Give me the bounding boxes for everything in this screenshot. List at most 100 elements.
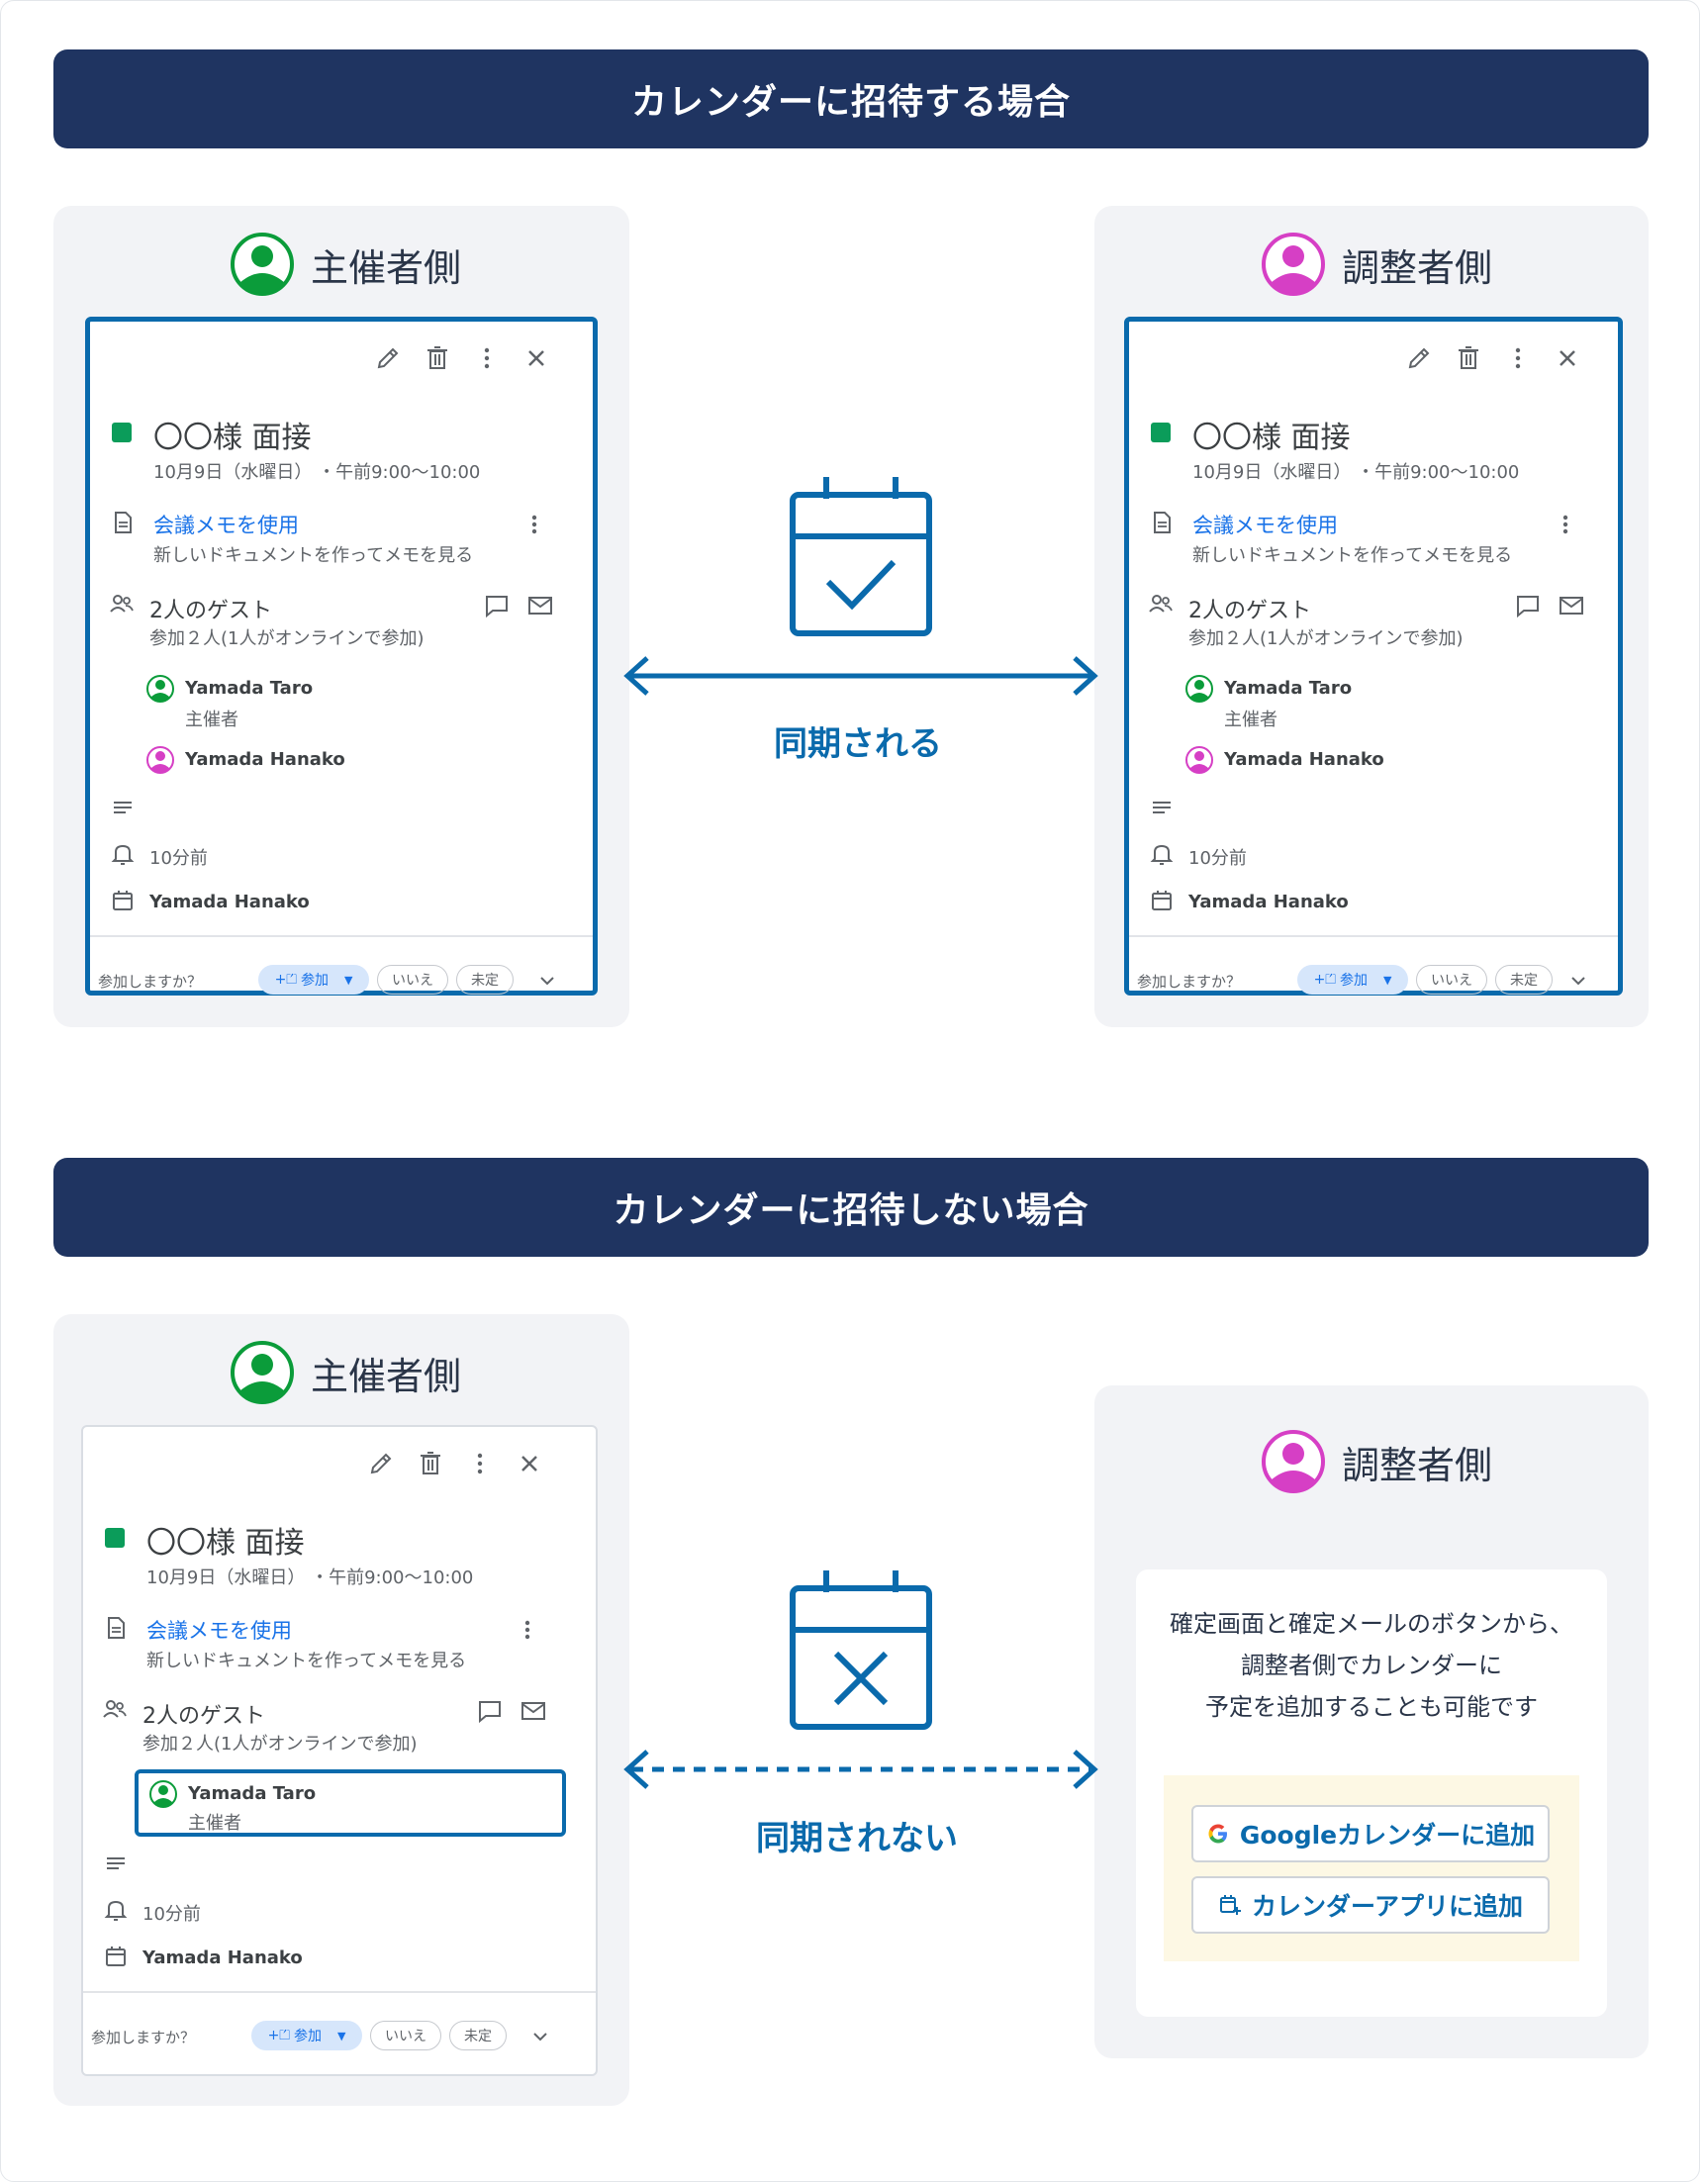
event-title: 〇〇様 面接 [146,1526,305,1561]
meeting-notes-link[interactable]: 会議メモを使用 [146,1619,292,1643]
calendar-owner: Yamada Hanako [142,1947,303,1968]
delete-icon[interactable] [421,341,454,375]
event-title: 〇〇様 面接 [153,421,312,455]
expand-chevron-icon[interactable] [528,2025,552,2048]
rsvp-yes-button[interactable]: +⏍参加▼ [251,2021,362,2050]
sync-arrow [623,656,1098,696]
rsvp-join-icon: +⏍ [274,972,297,988]
edit-icon[interactable] [364,1447,398,1480]
guest-organizer: Yamada Taro 主催者 [134,674,539,743]
mail-icon[interactable] [519,1696,548,1726]
calendar-owner: Yamada Hanako [149,892,310,912]
rsvp-dropdown-icon[interactable]: ▼ [343,973,353,987]
event-title: 〇〇様 面接 [1192,421,1351,455]
coordinator-user-icon [1262,233,1325,296]
notes-more-icon[interactable] [513,1615,542,1645]
delete-icon[interactable] [414,1447,447,1480]
mail-icon[interactable] [1557,591,1586,620]
organizer-role-label: 主催者側 [311,245,462,290]
close-icon[interactable] [513,1447,546,1480]
more-vert-icon[interactable] [1501,341,1535,375]
rsvp-prompt: 参加しますか？ [98,973,203,991]
event-card-organizer-2[interactable]: 〇〇様 面接 10月9日（水曜日） ・午前9:00〜10:00 会議メモを使用 … [81,1425,598,2076]
guest-organizer: Yamada Taro 主催者 [1173,674,1578,743]
delete-icon[interactable] [1452,341,1485,375]
coordinator-panel-1: 調整者側 〇〇様 面接 10月9日（水曜日） ・午前9:00〜10:00 会議メ… [1094,206,1649,1027]
google-calendar-add-button[interactable]: Googleカレンダーに追加 [1191,1805,1550,1862]
rsvp-yes-label: 参加 [1339,973,1368,989]
document-icon [115,512,132,533]
chat-icon[interactable] [1513,591,1543,620]
google-btn-label: Googleカレンダーに追加 [1239,1821,1536,1850]
guest-green-avatar-icon [146,675,174,703]
description-icon [114,802,132,813]
guest-pink-avatar-icon [1185,746,1213,774]
organizer-role-1: 主催者側 [230,232,461,297]
event-card-organizer-1[interactable]: 〇〇様 面接 10月9日（水曜日） ・午前9:00〜10:00 会議メモを使用 … [85,317,598,996]
notes-more-icon[interactable] [1551,510,1580,539]
expand-chevron-icon[interactable] [1566,969,1590,993]
section2-banner: カレンダーに招待しない場合 [53,1158,1649,1257]
reminder-text: 10分前 [1188,848,1247,869]
coordinator-role-2: 調整者側 [1261,1429,1492,1494]
guests-count: 2人のゲスト [142,1704,265,1729]
rsvp-maybe-button[interactable]: 未定 [1495,965,1553,995]
chat-icon[interactable] [482,591,512,620]
section1-banner: カレンダーに招待する場合 [53,49,1649,148]
rsvp-dropdown-icon[interactable]: ▼ [336,2029,346,2042]
rsvp-maybe-label: 未定 [1510,973,1538,989]
edit-icon[interactable] [371,341,405,375]
rsvp-maybe-button[interactable]: 未定 [449,2021,507,2050]
rsvp-dropdown-icon[interactable]: ▼ [1382,973,1392,987]
chat-icon[interactable] [475,1696,505,1726]
rsvp-no-button[interactable]: いいえ [1416,965,1487,995]
guest2-name: Yamada Hanako [1224,749,1384,770]
guest-pink-avatar-icon [146,746,174,774]
section2-title: カレンダーに招待しない場合 [613,1190,1089,1231]
meeting-notes-link[interactable]: 会議メモを使用 [153,514,299,537]
no-sync-arrow [623,1750,1098,1789]
add-calendar-note: 確定画面と確定メールのボタンから、 調整者側でカレンダーに 予定を追加することも… [1136,1569,1607,2017]
guest1-role: 主催者 [188,1813,241,1834]
guest1-name: Yamada Taro [1224,678,1353,699]
notes-more-icon[interactable] [520,510,549,539]
rsvp-yes-button[interactable]: +⏍参加▼ [1297,965,1408,995]
rsvp-join-icon: +⏍ [267,2028,290,2043]
close-icon[interactable] [1551,341,1584,375]
event-card-coordinator-1[interactable]: 〇〇様 面接 10月9日（水曜日） ・午前9:00〜10:00 会議メモを使用 … [1124,317,1623,996]
more-vert-icon[interactable] [470,341,504,375]
description-icon [1153,802,1171,813]
guest-green-avatar-icon [1185,675,1213,703]
mail-icon[interactable] [525,591,555,620]
close-icon[interactable] [520,341,553,375]
expand-chevron-icon[interactable] [535,969,559,993]
document-icon [108,1617,125,1639]
guest1-name: Yamada Taro [185,678,314,699]
more-vert-icon[interactable] [463,1447,497,1480]
reminder-text: 10分前 [142,1904,201,1925]
event-datetime: 10月9日（水曜日） ・午前9:00〜10:00 [153,462,481,483]
rsvp-no-button[interactable]: いいえ [377,965,448,995]
calendar-small-icon [1152,891,1172,910]
coordinator-role-1: 調整者側 [1261,232,1492,297]
people-icon [110,595,134,613]
guest-green-avatar-icon [149,1780,177,1808]
calendar-owner: Yamada Hanako [1188,892,1349,912]
reminder-text: 10分前 [149,848,208,869]
meeting-notes-sub: 新しいドキュメントを作ってメモを見る [153,545,474,566]
rsvp-maybe-button[interactable]: 未定 [456,965,514,995]
note-line-1: 確定画面と確定メールのボタンから、 [1170,1610,1573,1638]
rsvp-yes-button[interactable]: +⏍参加▼ [258,965,369,995]
event-color-square [105,1528,125,1548]
rsvp-maybe-label: 未定 [464,2029,492,2044]
meeting-notes-link[interactable]: 会議メモを使用 [1192,514,1338,537]
footer-divider [1129,935,1618,937]
rsvp-no-button[interactable]: いいえ [370,2021,441,2050]
edit-icon[interactable] [1402,341,1436,375]
note-line-3: 予定を追加することも可能です [1205,1693,1538,1721]
rsvp-prompt: 参加しますか？ [91,2029,196,2046]
section1-title: カレンダーに招待する場合 [630,82,1071,123]
calendar-small-icon [113,891,133,910]
calendar-app-add-button[interactable]: カレンダーアプリに追加 [1191,1876,1550,1934]
